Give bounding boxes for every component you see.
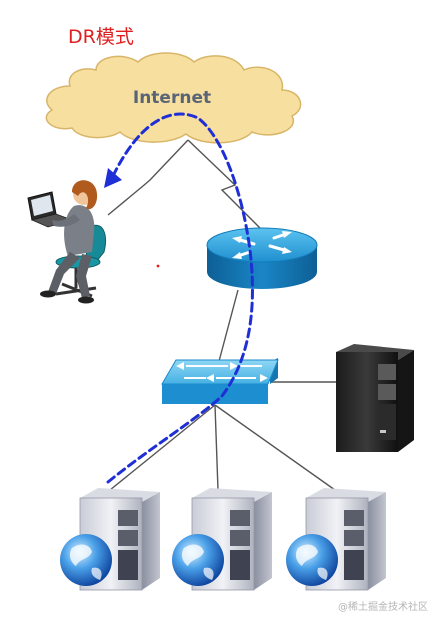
router-icon [206, 227, 318, 289]
network-switch-icon [161, 358, 279, 404]
internet-label: Internet [133, 88, 211, 108]
link-internet-router [187, 139, 261, 229]
link-switch-server-1 [109, 404, 216, 491]
flow-arrowhead [104, 168, 122, 188]
link-switch-server-2 [214, 404, 219, 491]
watermark: @稀土掘金技术社区 [338, 602, 428, 613]
person-laptop-icon [27, 180, 106, 304]
diagram-title: DR模式 [68, 26, 134, 48]
flow-response-path [106, 112, 254, 484]
globe-icon [172, 534, 224, 586]
globe-icon [286, 534, 338, 586]
red-marker [156, 264, 160, 268]
black-server-icon [336, 344, 414, 452]
link-switch-server-3 [214, 404, 336, 491]
dr-flow-path [106, 112, 254, 484]
globe-icon [60, 534, 112, 586]
web-server-2 [172, 488, 272, 591]
link-router-switch [217, 289, 239, 366]
web-server-3 [286, 488, 386, 591]
web-server-1 [60, 488, 160, 591]
internet-cloud: Internet [45, 52, 302, 144]
link-internet-user [107, 139, 189, 216]
network-links [107, 139, 338, 491]
